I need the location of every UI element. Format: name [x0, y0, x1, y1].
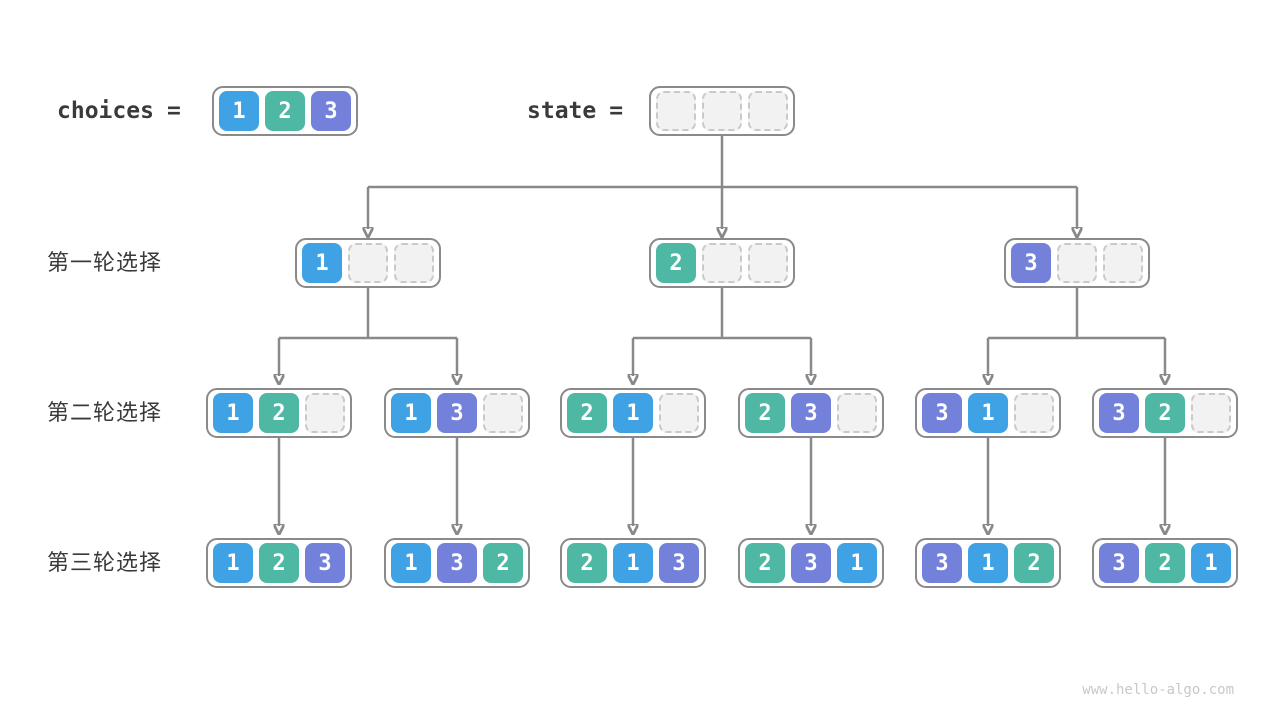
value-cell-1: 1: [1191, 543, 1231, 583]
value-cell-1: 1: [213, 543, 253, 583]
value-cell-1: 1: [968, 543, 1008, 583]
value-cell-2: 2: [567, 543, 607, 583]
choices-label: choices: [57, 98, 154, 124]
value-cell-2: 2: [745, 393, 785, 433]
value-cell-2: 2: [259, 393, 299, 433]
value-cell-1: 1: [391, 543, 431, 583]
value-cell-1: 1: [613, 543, 653, 583]
value-cell-3: 3: [311, 91, 351, 131]
round-1-label: 第一轮选择: [47, 250, 163, 275]
value-cell-1: 1: [302, 243, 342, 283]
value-cell-2: 2: [745, 543, 785, 583]
state-equals-sign: =: [609, 98, 624, 124]
value-cell-2: 2: [567, 393, 607, 433]
value-cell-2: 2: [265, 91, 305, 131]
state-caption: state =: [527, 86, 623, 136]
empty-cell: [702, 91, 742, 131]
empty-cell: [656, 91, 696, 131]
value-cell-2: 2: [1145, 543, 1185, 583]
empty-cell: [1191, 393, 1231, 433]
state-label: state: [527, 98, 597, 124]
round1-state-box-2: 2: [649, 238, 795, 288]
state-array-box: [649, 86, 795, 136]
value-cell-1: 1: [968, 393, 1008, 433]
empty-cell: [748, 243, 788, 283]
value-cell-3: 3: [305, 543, 345, 583]
empty-cell: [1014, 393, 1054, 433]
empty-cell: [659, 393, 699, 433]
value-cell-3: 3: [437, 393, 477, 433]
value-cell-1: 1: [837, 543, 877, 583]
choices-caption: choices =: [57, 86, 181, 136]
round-2-label: 第二轮选择: [47, 400, 163, 425]
empty-cell: [1103, 243, 1143, 283]
value-cell-1: 1: [613, 393, 653, 433]
value-cell-3: 3: [437, 543, 477, 583]
empty-cell: [348, 243, 388, 283]
round1-state-box-1: 1: [295, 238, 441, 288]
value-cell-1: 1: [391, 393, 431, 433]
empty-cell: [702, 243, 742, 283]
value-cell-1: 1: [213, 393, 253, 433]
round-3-label: 第三轮选择: [47, 550, 163, 575]
choices-equals-sign: =: [166, 98, 181, 124]
value-cell-3: 3: [659, 543, 699, 583]
value-cell-3: 3: [922, 543, 962, 583]
value-cell-1: 1: [219, 91, 259, 131]
round1-state-box-3: 3: [1004, 238, 1150, 288]
value-cell-3: 3: [922, 393, 962, 433]
empty-cell: [748, 91, 788, 131]
value-cell-2: 2: [483, 543, 523, 583]
empty-cell: [1057, 243, 1097, 283]
empty-cell: [483, 393, 523, 433]
empty-cell: [837, 393, 877, 433]
value-cell-2: 2: [1145, 393, 1185, 433]
value-cell-3: 3: [791, 543, 831, 583]
site-watermark: www.hello-algo.com: [1082, 682, 1234, 698]
empty-cell: [394, 243, 434, 283]
value-cell-3: 3: [1099, 393, 1139, 433]
value-cell-2: 2: [259, 543, 299, 583]
value-cell-2: 2: [656, 243, 696, 283]
empty-cell: [305, 393, 345, 433]
value-cell-2: 2: [1014, 543, 1054, 583]
value-cell-3: 3: [791, 393, 831, 433]
value-cell-3: 3: [1099, 543, 1139, 583]
value-cell-3: 3: [1011, 243, 1051, 283]
